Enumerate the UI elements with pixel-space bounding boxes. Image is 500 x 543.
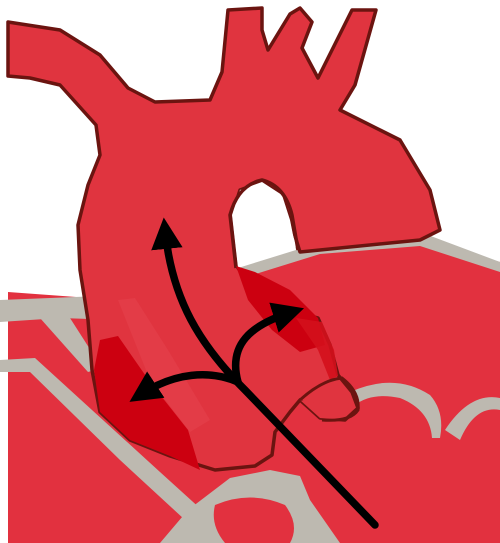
septum-band-bottom-lobe: [214, 498, 294, 543]
